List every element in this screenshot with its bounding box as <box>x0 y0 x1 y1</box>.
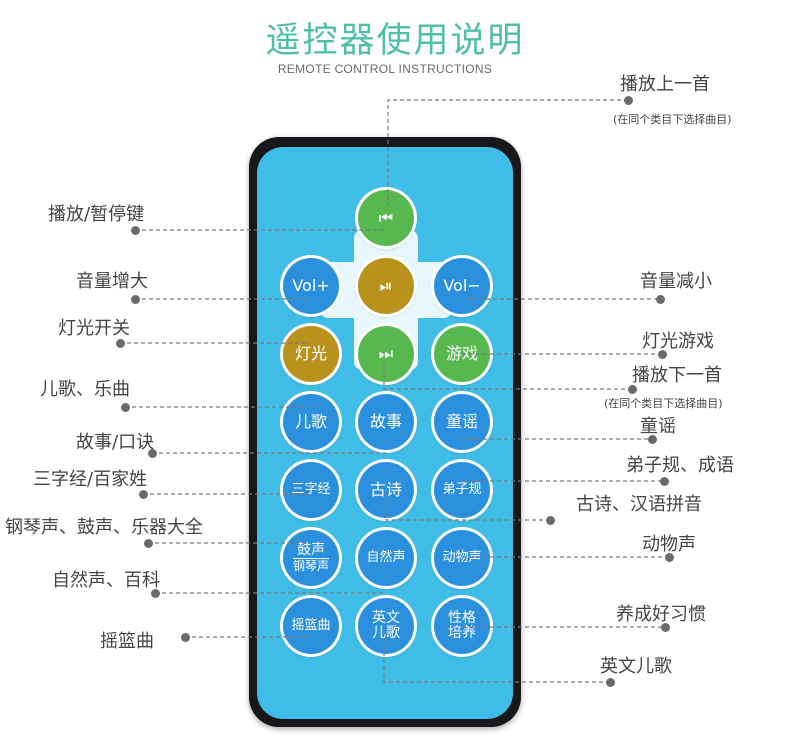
label-light-switch: 灯光开关 <box>58 318 130 339</box>
volume-down-button[interactable]: Vol− <box>434 258 490 314</box>
note-prev-track: (在同个类目下选择曲目) <box>613 113 732 126</box>
ballad-button[interactable]: 童谣 <box>434 394 490 450</box>
kids-songs-label: 儿歌 <box>294 411 327 431</box>
three-character-classic-label: 三字经 <box>291 482 331 498</box>
volume-up-button[interactable]: Vol+ <box>283 258 339 314</box>
prev-track-button[interactable]: ⏮ <box>358 190 414 246</box>
leader-dot <box>665 553 674 562</box>
page-subtitle: REMOTE CONTROL INSTRUCTIONS <box>277 62 493 76</box>
label-ballads: 童谣 <box>640 416 676 437</box>
drum-label: 鼓声 <box>297 542 325 559</box>
lullaby-label: 摇篮曲 <box>291 618 331 634</box>
english-songs-label: 儿歌 <box>372 625 400 641</box>
next-track-icon: ⏭ <box>378 343 394 363</box>
leader-dot <box>658 350 667 359</box>
label-english-songs: 英文儿歌 <box>600 656 672 677</box>
label-volume-up: 音量增大 <box>76 271 148 292</box>
play-pause-icon: ⏯ <box>379 275 393 295</box>
page-title: 遥控器使用说明 <box>265 21 525 61</box>
label-animals: 动物声 <box>642 534 696 555</box>
label-instruments: 钢琴声、鼓声、乐器大全 <box>5 517 203 538</box>
english-songs-button[interactable]: 英文 儿歌 <box>358 598 414 654</box>
next-track-button[interactable]: ⏭ <box>358 326 414 382</box>
piano-label: 钢琴声 <box>292 558 329 574</box>
light-switch-button[interactable]: 灯光 <box>283 326 339 382</box>
light-game-label: 游戏 <box>445 343 478 363</box>
leader-dot <box>648 435 657 444</box>
leader-dot <box>139 490 148 499</box>
leader-dot <box>131 226 140 235</box>
story-button[interactable]: 故事 <box>358 394 414 450</box>
leader-dot <box>606 678 615 687</box>
ballad-label: 童谣 <box>445 411 478 431</box>
ancient-poem-label: 古诗 <box>369 479 402 499</box>
cultivation-label: 培养 <box>448 625 476 641</box>
leader-dot <box>546 516 555 525</box>
nature-sound-label: 自然声 <box>366 550 406 566</box>
label-poem-pinyin: 古诗、汉语拼音 <box>576 494 702 515</box>
light-game-button[interactable]: 游戏 <box>434 326 490 382</box>
drum-piano-button[interactable]: 鼓声 钢琴声 <box>283 530 339 586</box>
leader-dot <box>181 633 190 642</box>
animal-sound-label: 动物声 <box>442 550 482 566</box>
lullaby-button[interactable]: 摇篮曲 <box>283 598 339 654</box>
animal-sound-button[interactable]: 动物声 <box>434 530 490 586</box>
character-label: 性格 <box>448 610 476 627</box>
label-next-track: 播放下一首 <box>632 365 722 386</box>
label-good-habits: 养成好习惯 <box>616 604 706 625</box>
label-kids-songs: 儿歌、乐曲 <box>40 379 130 400</box>
label-prev-track: 播放上一首 <box>620 74 710 95</box>
dizigui-label: 弟子规 <box>442 482 482 498</box>
english-label: 英文 <box>372 610 400 627</box>
leader-dot <box>656 295 665 304</box>
leader-dot <box>151 589 160 598</box>
prev-track-icon: ⏮ <box>378 207 394 227</box>
kids-songs-button[interactable]: 儿歌 <box>283 394 339 450</box>
leader-dot <box>144 539 153 548</box>
three-character-classic-button[interactable]: 三字经 <box>283 462 339 518</box>
leader-dot <box>121 403 130 412</box>
label-play-pause: 播放/暂停键 <box>48 204 145 225</box>
leader-dot <box>131 295 140 304</box>
leader-dot <box>148 449 157 458</box>
leader-dot <box>116 339 125 348</box>
label-story-idiom: 故事/口诀 <box>76 432 155 453</box>
story-label: 故事 <box>369 411 402 431</box>
label-light-game: 灯光游戏 <box>642 331 714 352</box>
character-building-button[interactable]: 性格 培养 <box>434 598 490 654</box>
ancient-poem-button[interactable]: 古诗 <box>358 462 414 518</box>
label-volume-down: 音量减小 <box>640 271 712 292</box>
label-dizigui-idiom: 弟子规、成语 <box>626 455 734 476</box>
leader-dot <box>628 385 637 394</box>
label-nature-science: 自然声、百科 <box>52 570 160 591</box>
volume-down-label: Vol− <box>443 275 481 295</box>
leader-dot <box>660 477 669 486</box>
label-lullaby: 摇篮曲 <box>100 631 154 652</box>
leader-dot <box>661 623 670 632</box>
note-next-track: (在同个类目下选择曲目) <box>604 397 723 410</box>
volume-up-label: Vol+ <box>292 275 330 295</box>
label-three-character: 三字经/百家姓 <box>33 469 148 490</box>
light-switch-label: 灯光 <box>294 343 327 363</box>
nature-sound-button[interactable]: 自然声 <box>358 530 414 586</box>
play-pause-button[interactable]: ⏯ <box>358 258 414 314</box>
dizigui-button[interactable]: 弟子规 <box>434 462 490 518</box>
leader-dot <box>624 96 633 105</box>
